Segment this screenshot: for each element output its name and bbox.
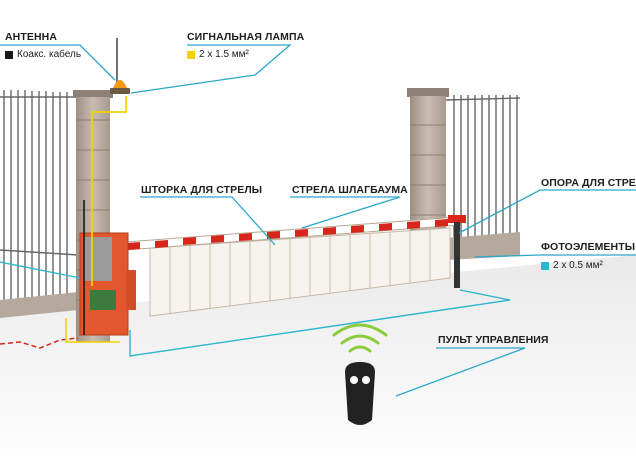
left-fence-base (0, 292, 78, 318)
boom-label: СТРЕЛА ШЛАГБАУМА (292, 184, 408, 196)
antenna-cable-text: Коакс. кабель (17, 49, 82, 60)
boom-support-label: ОПОРА ДЛЯ СТРЕЛЫ (541, 177, 636, 189)
antenna-cable-spec: Коакс. кабель (5, 49, 81, 60)
photocells-label: ФОТОЭЛЕМЕНТЫ TX (541, 241, 636, 253)
wireless-signal-icon (332, 323, 388, 353)
remote-control-icon (345, 362, 375, 425)
left-fence (0, 90, 79, 300)
photocell-cable-swatch (541, 261, 549, 270)
barrier-housing (79, 232, 136, 336)
boom-skirt (149, 227, 451, 317)
cable-routing (0, 96, 511, 357)
signal-lamp-cable-spec: 2 x 1.5 мм² (187, 49, 249, 60)
photocells-cable-text: 2 x 0.5 мм² (553, 260, 603, 271)
leader-lines (0, 44, 636, 397)
boom-skirt-label: ШТОРКА ДЛЯ СТРЕЛЫ (141, 184, 263, 196)
right-fence-base (446, 232, 520, 260)
signal-lamp-icon (110, 80, 130, 94)
coax-cable-swatch (5, 50, 13, 59)
photocells-cable-spec: 2 x 0.5 мм² (541, 260, 603, 271)
signal-lamp-label: СИГНАЛЬНАЯ ЛАМПА (187, 31, 305, 43)
signal-lamp-cable-text: 2 x 1.5 мм² (199, 49, 249, 60)
remote-label: ПУЛЬТ УПРАВЛЕНИЯ (438, 334, 549, 346)
boom-support (448, 215, 466, 288)
antenna-label: АНТЕННА (5, 31, 58, 43)
lamp-cable-swatch (187, 50, 195, 59)
